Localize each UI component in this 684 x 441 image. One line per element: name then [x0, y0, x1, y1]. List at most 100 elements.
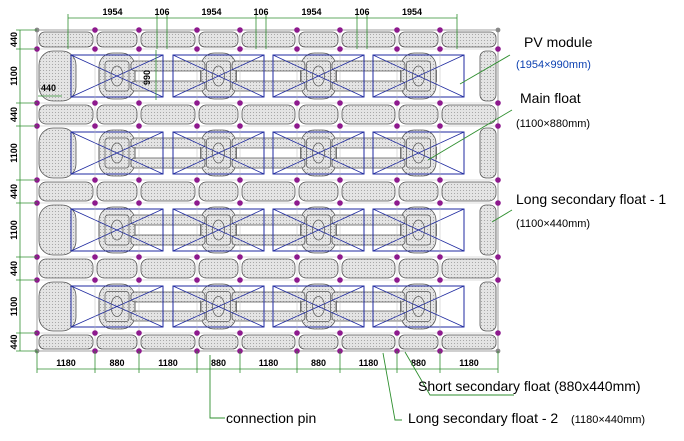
- connection-pin: [495, 200, 501, 206]
- long-secondary-float-2: [441, 181, 497, 202]
- connection-pin: [237, 46, 243, 52]
- connection-pin: [136, 100, 142, 106]
- long-secondary-float-2: [341, 181, 396, 202]
- pv-module-diagonal: [272, 54, 365, 98]
- main-float-center-boss: [312, 65, 325, 87]
- short-secondary-float: [96, 181, 138, 202]
- long-secondary-float-1-between: [130, 291, 206, 303]
- long-secondary-float-2: [441, 258, 497, 279]
- connection-pin: [136, 123, 142, 129]
- long-secondary-float-2: [441, 334, 497, 350]
- long-secondary-float-2: [241, 334, 296, 350]
- bottom-dimension-label: 1180: [56, 358, 76, 368]
- connection-pin: [92, 177, 98, 183]
- long-secondary-float-1-between: [331, 157, 406, 169]
- short-secondary-float: [96, 258, 138, 279]
- left-dimension-label: 440: [9, 107, 19, 122]
- top-dimension-label: 106: [154, 7, 169, 17]
- connection-pin: [394, 200, 400, 206]
- connection-pin: [237, 177, 243, 183]
- connection-pin: [136, 254, 142, 260]
- inner-width-dimension: 440: [41, 83, 56, 93]
- connection-pin: [294, 46, 300, 52]
- main-float-center-plate: [306, 60, 331, 92]
- connection-pin: [437, 100, 443, 106]
- long-secondary-float-2: [140, 258, 196, 279]
- short-secondary-float: [198, 334, 239, 350]
- main-float-center-plate: [406, 60, 431, 92]
- bottom-dimension-label: 1180: [259, 358, 279, 368]
- connection-pin: [394, 123, 400, 129]
- pv-module-diagonal: [70, 54, 164, 98]
- leader-main-float: [427, 109, 513, 161]
- main-float-center-plate: [406, 291, 431, 322]
- pv-module-diagonal: [70, 208, 164, 252]
- connection-pin: [136, 27, 142, 33]
- short-secondary-float: [96, 334, 138, 350]
- pv-module-diagonal: [272, 285, 365, 328]
- long-secondary-float-2: [241, 181, 296, 202]
- connection-pin: [294, 330, 300, 336]
- connection-pin: [136, 330, 142, 336]
- connection-pin: [437, 46, 443, 52]
- pv-module-frame: [272, 131, 365, 175]
- connection-pin: [337, 277, 343, 283]
- long-secondary-float-2: [38, 258, 94, 279]
- main-float-center-plate: [206, 214, 231, 246]
- label-pv-module: PV module: [524, 34, 593, 50]
- left-dimension-label: 440: [9, 184, 19, 199]
- connection-pin: [437, 330, 443, 336]
- pv-module-diagonal: [172, 285, 265, 328]
- connection-pin: [495, 100, 501, 106]
- label-main-float: Main float: [520, 90, 581, 106]
- main-float-center-boss: [312, 142, 325, 164]
- pv-module-diagonal: [372, 208, 465, 252]
- connection-pin: [237, 330, 243, 336]
- main-float-center-boss: [212, 142, 225, 164]
- pv-module: [70, 208, 164, 252]
- main-float-center-plate: [104, 60, 130, 92]
- pv-module-frame: [372, 208, 465, 252]
- long-secondary-float-1: [479, 50, 497, 102]
- pv-module: [272, 285, 365, 328]
- float-layer: [38, 31, 497, 350]
- long-secondary-float-1: [479, 127, 497, 179]
- connection-pin: [437, 254, 443, 260]
- pv-module-diagonal: [372, 54, 465, 98]
- left-dimension-label: 1100: [9, 143, 19, 163]
- pv-module-frame: [272, 54, 365, 98]
- long-secondary-float-1-between: [130, 80, 206, 92]
- connection-pin: [92, 100, 98, 106]
- connection-pin: [337, 200, 343, 206]
- short-secondary-float: [198, 31, 239, 48]
- leader-long-secondary-2: [382, 352, 402, 421]
- leader-short-secondary: [404, 351, 514, 396]
- connection-pin: [337, 46, 343, 52]
- pv-module: [272, 208, 365, 252]
- leader-connection-pin: [209, 355, 225, 419]
- left-dimension-label: 440: [9, 32, 19, 47]
- connection-pin: [337, 254, 343, 260]
- bottom-dimension-label: 880: [211, 358, 226, 368]
- long-secondary-float-1-between: [331, 310, 406, 322]
- short-secondary-float: [96, 31, 138, 48]
- connection-pin: [136, 200, 142, 206]
- connection-pin: [394, 330, 400, 336]
- pv-module-layer: [70, 54, 465, 328]
- top-dimension-label: 1954: [301, 7, 321, 17]
- pv-module-frame: [70, 285, 164, 328]
- connection-pin: [495, 277, 501, 283]
- long-secondary-float-1-between: [130, 310, 206, 322]
- pv-module-diagonal: [172, 131, 265, 175]
- long-secondary-float-1-between: [231, 234, 306, 246]
- long-secondary-float-2: [38, 104, 94, 125]
- label-long-secondary-1-size: (1100×440mm): [516, 218, 590, 230]
- connection-pin: [237, 123, 243, 129]
- connection-pin: [92, 200, 98, 206]
- connection-pin: [437, 27, 443, 33]
- long-secondary-float-1-between: [331, 234, 406, 246]
- pv-module-frame: [372, 285, 465, 328]
- long-secondary-float-2: [341, 258, 396, 279]
- connection-pin: [136, 177, 142, 183]
- pv-module-frame: [70, 54, 164, 98]
